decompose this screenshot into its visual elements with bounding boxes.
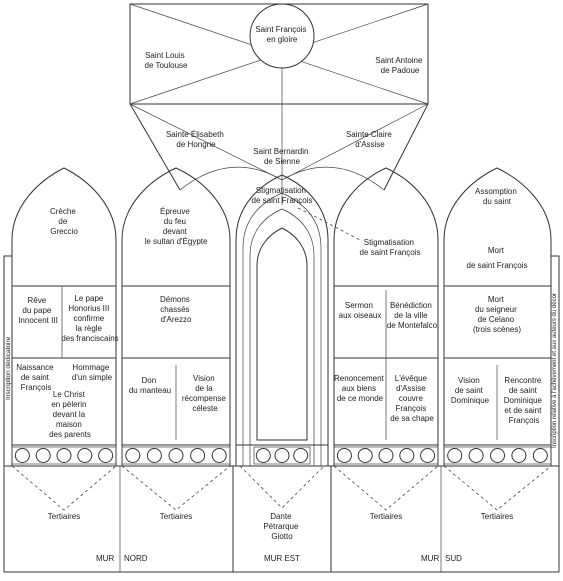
scene-reve-innocent: Rêve du pape Innocent III (18, 296, 58, 325)
medallion-band (11, 446, 552, 465)
scene-mort-francois: Mort de saint François (467, 246, 528, 270)
medallion-circle (14, 448, 30, 463)
label-sainte-elisabeth: Sainte Élisabeth de Hongrie (166, 130, 226, 149)
medallion-circle (274, 448, 290, 463)
label-mur-est: MUR EST (264, 554, 300, 563)
label-tertiaires-2: Tertiaires (160, 512, 192, 521)
scene-sermon-oiseaux: Sermon aux oiseaux (339, 301, 382, 320)
medallion-circle (190, 448, 206, 463)
scene-hommage-simple: Hommage d'un simple (72, 363, 113, 382)
scene-eveque-assise: L'évêque d'Assise couvre François de sa … (390, 374, 434, 423)
label-mur-1: MUR (96, 554, 114, 563)
medallion-circle (420, 448, 436, 463)
scene-mort-celano: Mort du seigneur de Celano (trois scènes… (473, 295, 521, 334)
medallion-circle (35, 448, 51, 463)
medallion-circle (125, 448, 141, 463)
medallion-strip (443, 446, 552, 465)
scene-christ-pelerin: Le Christ en pèlerin devant la maison de… (49, 390, 91, 439)
scene-stigmatisation-top: Stigmatisation de saint François (252, 186, 313, 205)
label-tertiaires-1: Tertiaires (48, 512, 80, 521)
medallion-circle (357, 448, 373, 463)
medallion-circle (468, 448, 484, 463)
medallion-circle (336, 448, 352, 463)
arch-3-window: Stigmatisation de saint François (235, 174, 361, 466)
label-saint-bernardin: Saint Bernardin de Sienne (253, 147, 310, 166)
label-tertiaires-3: Tertiaires (370, 512, 402, 521)
label-saint-francois-gloire: Saint François en gloire (255, 25, 308, 44)
medallion-circle (98, 448, 114, 463)
arch-1: Crèche de Greccio Rêve du pape Innocent … (11, 167, 119, 467)
medallion-circle (378, 448, 394, 463)
medallion-circle (447, 448, 463, 463)
medallion-circle (293, 448, 309, 463)
medallion-strip (333, 446, 439, 465)
vault-ceiling: Saint François en gloire Saint Louis de … (129, 3, 429, 205)
arch-2: Épreuve du feu devant le sultan d'Égypte… (121, 167, 231, 467)
medallion-circle (77, 448, 93, 463)
scene-benediction-montefalco: Bénédiction de la ville de Montefalco (387, 301, 438, 330)
label-mur-2: MUR (421, 554, 439, 563)
scene-creche-greccio: Crèche de Greccio (50, 207, 78, 236)
scene-demons-arezzo: Démons chassés d'Arezzo (160, 295, 192, 324)
inscription-dedicatoire: Inscription dédicatoire (5, 336, 12, 400)
label-sud: SUD (445, 554, 462, 563)
medallion-strip (253, 446, 311, 465)
scene-don-manteau: Don du manteau (129, 376, 171, 395)
medallion-circle (211, 448, 227, 463)
label-nord: NORD (124, 554, 148, 563)
medallion-circle (255, 448, 271, 463)
label-saint-antoine: Saint Antoine de Padoue (375, 56, 424, 75)
medallion-circle (532, 448, 548, 463)
scene-epreuve-feu: Épreuve du feu devant le sultan d'Égypte (145, 207, 208, 246)
medallion-strip (121, 446, 231, 465)
scene-vision-recompense: Vision de la récompense céleste (182, 374, 228, 413)
label-sainte-claire: Sainte Claire d'Assise (346, 130, 394, 149)
leader-stigmatisation (297, 207, 361, 241)
inscription-achevement: Inscription relative à l'achèvement et a… (552, 293, 558, 448)
medallion-strip (11, 446, 117, 465)
scene-renoncement: Renoncement aux biens de ce monde (334, 374, 386, 403)
arch-4: Stigmatisation de saint François Sermon … (333, 167, 439, 467)
scene-assomption: Assomption du saint (475, 187, 519, 206)
medallion-circle (56, 448, 72, 463)
label-dante-petrarque-giotto: Dante Pétrarque Giotto (263, 512, 300, 541)
scene-rencontre-dominique: Rencontre de saint Dominique et de saint… (504, 376, 544, 425)
scene-honorius: Le pape Honorius III confirme la règle d… (61, 294, 118, 343)
medallion-circle (168, 448, 184, 463)
medallion-circle (490, 448, 505, 463)
scene-vision-dominique: Vision de saint Dominique (451, 376, 490, 405)
medallion-circle (146, 448, 162, 463)
lower-register: Tertiaires Tertiaires Dante Pétrarque Gi… (3, 465, 560, 573)
scene-naissance: Naissance de saint François (16, 363, 56, 392)
label-tertiaires-4: Tertiaires (481, 512, 513, 521)
scene-stigmatisation-label: Stigmatisation de saint François (360, 238, 421, 257)
label-saint-louis: Saint Louis de Toulouse (145, 51, 189, 70)
medallion-circle (399, 448, 415, 463)
central-medallion (249, 3, 315, 69)
arch-5: Assomption du saint Mort de saint Franço… (443, 167, 552, 467)
medallion-circle (511, 448, 527, 463)
